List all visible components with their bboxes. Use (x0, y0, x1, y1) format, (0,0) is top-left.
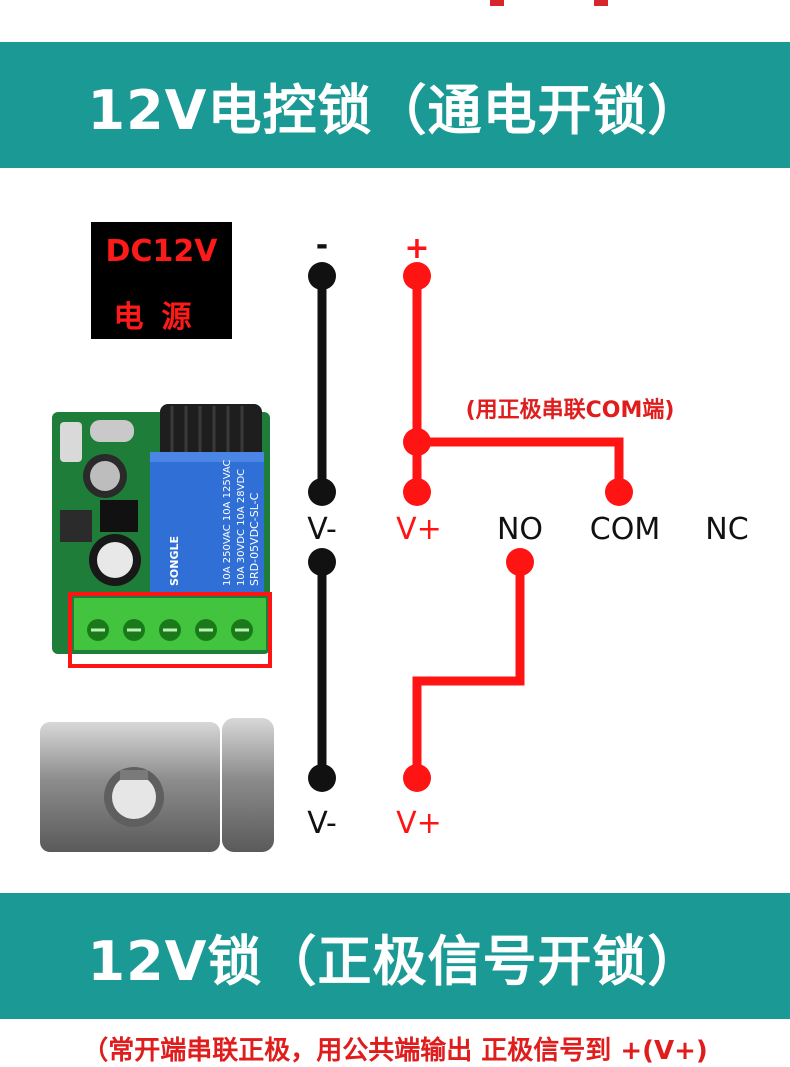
terminal-label-vplus: V+ (396, 512, 442, 547)
top-banner-title: 12V电控锁（通电开锁） (87, 78, 703, 142)
no-dot (506, 548, 534, 576)
plus-sign: + (404, 231, 429, 266)
terminal-label-nc: NC (705, 512, 748, 547)
relay-brand: SONGLE (168, 536, 181, 586)
relay-model: SRD-05VDC-SL-C (248, 492, 261, 586)
bottom-banner: 12V锁（正极信号开锁） (0, 893, 790, 1019)
electric-lock (40, 718, 274, 852)
no-output-wire (412, 562, 525, 778)
negative-dot-top (308, 262, 336, 290)
minus-sign: - (316, 228, 328, 263)
lock-bolt-housing (222, 718, 274, 852)
top-banner: 12V电控锁（通电开锁） (0, 42, 790, 168)
antenna-coil (160, 404, 262, 460)
terminal-label-no: NO (497, 512, 543, 547)
bottom-note-text: （常开端串联正极，用公共端输出 正极信号到 +(V+) (82, 1036, 708, 1066)
pair-button (60, 422, 82, 462)
negative-dot-lock (308, 764, 336, 792)
terminal-highlight-box (68, 592, 272, 668)
wiring-diagram: - + (用正极串联COM端) V- V+ NO COM NC V- V+ (40, 228, 749, 852)
power-source-text: 电源 (113, 300, 210, 335)
positive-dot-top (403, 262, 431, 290)
power-voltage-text: DC12V (105, 234, 218, 269)
lock-label-vminus: V- (307, 806, 337, 841)
terminal-label-com: COM (590, 512, 660, 547)
terminal-label-vminus: V- (307, 512, 337, 547)
bottom-banner-title: 12V锁（正极信号开锁） (87, 929, 703, 993)
positive-dot-module (403, 478, 431, 506)
lock-label-vplus: V+ (396, 806, 442, 841)
power-source-label: DC12V 电源 (91, 222, 232, 339)
junction-dot (403, 428, 431, 456)
crystal-oscillator (90, 420, 134, 442)
negative-dot-module (308, 478, 336, 506)
com-dot (605, 478, 633, 506)
relay-rating-1: 10A 250VAC 10A 125VAC (222, 459, 233, 586)
com-annotation: (用正极串联COM端) (466, 398, 675, 423)
top-edge-strip (490, 0, 610, 6)
positive-dot-lock (403, 764, 431, 792)
relay-body (150, 452, 264, 592)
com-branch-wire (417, 437, 624, 492)
negative-dot-lower-top (308, 548, 336, 576)
inductor (60, 510, 92, 542)
lock-cylinder (112, 775, 156, 819)
relay-rating-2: 10A 30VDC 10A 28VDC (236, 469, 247, 586)
ic-chip (100, 500, 138, 532)
relay-module: SONGLE 10A 250VAC 10A 125VAC 10A 30VDC 1… (52, 404, 272, 668)
